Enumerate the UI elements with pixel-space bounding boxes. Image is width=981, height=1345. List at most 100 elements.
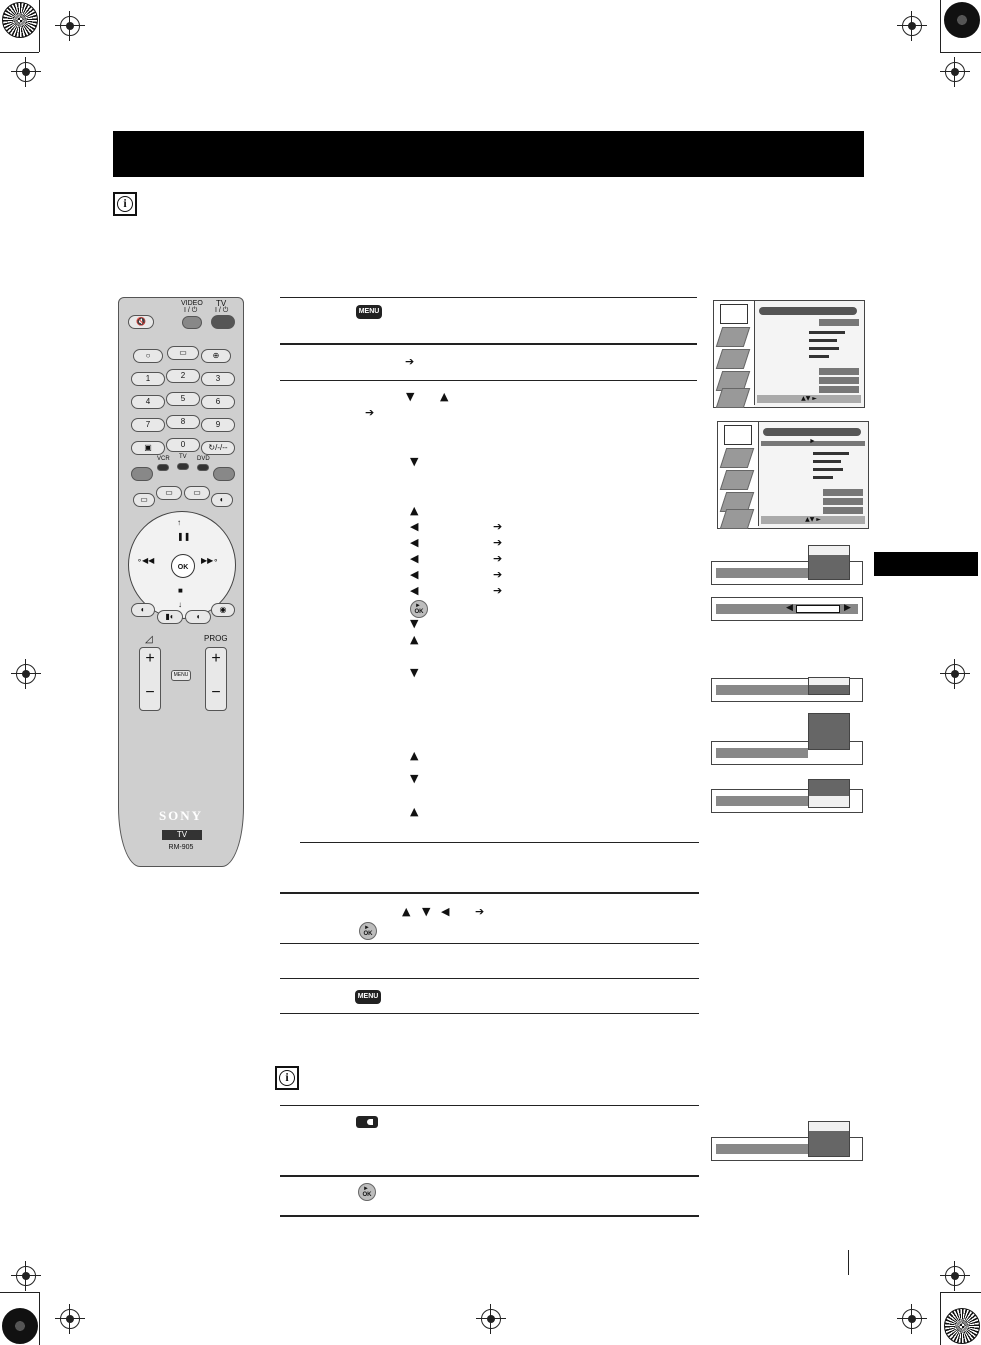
up-arrow-icon[interactable]: ↑ [177,518,181,527]
option-popup [808,713,850,750]
menu-slider [809,331,845,334]
picture-mode-button[interactable]: ▮◐ [157,610,183,624]
function-button-3[interactable]: ▭ [184,486,210,500]
preset-menu-icon [715,388,751,408]
crop-mark-br-h [940,1292,981,1293]
selected-marker-icon: ► [809,438,816,445]
down-arrow-icon: ▼ [410,455,419,468]
menu-value-box [823,498,863,505]
digit-1-button[interactable]: 1 [131,372,165,386]
function-button-1[interactable]: ▭ [133,493,155,507]
input-button[interactable]: ⊕ [201,349,231,363]
video-power-button[interactable] [182,316,202,329]
section-header-bar [113,131,864,177]
teletext-red-button[interactable]: ◐ [131,603,155,617]
menu-button[interactable]: MENU [171,670,191,681]
info-icon: i [275,1066,299,1090]
text-button[interactable]: ▭ [167,346,199,360]
function-button-2[interactable]: ▭ [156,486,182,500]
vcr-label: VCR [157,456,170,462]
display-button[interactable]: ○ [133,349,163,363]
fast-forward-icon[interactable]: ▶▶∘ [201,556,219,565]
page-number-divider [848,1250,849,1275]
registration-target-icon [940,1261,970,1291]
registration-target-icon [940,659,970,689]
rewind-icon[interactable]: ∘◀◀ [137,556,155,565]
picture-menu-screen-selected: ► ▲▼ ► [717,421,869,529]
navigation-pad: ↑ ❚❚ ∘◀◀ ▶▶∘ OK ■ ↓ [128,511,236,619]
digit-3-button[interactable]: 3 [201,372,235,386]
stop-icon[interactable]: ■ [178,586,183,595]
registration-sunburst-icon [2,2,38,38]
digit-4-button[interactable]: 4 [131,395,165,409]
registration-target-icon [897,11,927,41]
crop-mark-bl-v [39,1292,40,1345]
function-button-4[interactable]: ◐ [211,493,233,507]
dvd-button[interactable] [197,464,209,471]
right-arrow-icon: ➔ [493,520,503,533]
digit-6-button[interactable]: 6 [201,395,235,409]
video-power-label: VIDEO [181,300,203,307]
digit-8-button[interactable]: 8 [166,415,200,429]
sound-mode-button[interactable]: ◖ [185,610,211,624]
up-arrow-icon: ▲ [410,749,419,762]
tv-power-label: TV [216,299,227,308]
picture-toggle-button-icon [356,1116,378,1128]
menu-slider [809,355,829,358]
teletext-blue-button[interactable]: ◉ [211,603,235,617]
right-arrow-icon: ➔ [365,406,375,419]
vcr-button[interactable] [157,464,169,471]
right-source-button[interactable] [213,467,235,481]
registration-target-icon [897,1304,927,1334]
dvd-label: DVD [197,456,210,462]
option-popup [808,779,850,808]
brand-logo: SONY [158,808,204,823]
ok-button[interactable]: OK [171,554,195,578]
crop-mark-tr-h [940,52,981,53]
left-source-button[interactable] [131,467,153,481]
slider-track [796,605,840,613]
volume-rocker[interactable]: +− [139,647,161,711]
table-rule [280,943,699,944]
info-icon: i [113,192,137,216]
crop-mark-tr-v [940,0,941,52]
down-arrow-icon: ▼ [410,617,419,630]
up-arrow-icon: ▲ [402,905,411,918]
digit-7-button[interactable]: 7 [131,418,165,432]
menu-button-icon: MENU [355,990,381,1004]
sound-menu-icon [715,327,751,347]
ok-button-icon: OK [410,595,428,618]
registration-target-icon [940,57,970,87]
registration-target-icon [476,1304,506,1334]
menu-slider [813,468,843,471]
tv-power-button[interactable] [211,315,235,329]
table-rule [280,380,697,381]
left-arrow-icon: ◀ [410,568,419,581]
digit-9-button[interactable]: 9 [201,418,235,432]
table-rule [300,842,699,843]
digit-2-button[interactable]: 2 [166,369,200,383]
menu-footer: ▲▼ ► [757,395,861,403]
menu-value-box [823,507,863,514]
menu-value-box [819,319,859,326]
crop-mark-br-v [940,1292,941,1345]
tv-label: TV [179,454,187,460]
side-section-tab [874,552,978,576]
option-popup [808,677,850,695]
menu-button-icon: MENU [356,305,382,319]
digit-0-button[interactable]: 0 [166,438,200,452]
menu-slider [813,476,833,479]
previous-channel-button[interactable]: ↻/-/-- [201,441,235,455]
menu-value-box [823,489,863,496]
mute-button[interactable]: 🔇 [128,315,154,329]
registration-target-icon [55,1304,85,1334]
digit-5-button[interactable]: 5 [166,392,200,406]
picture-menu-icon [724,425,752,445]
pause-icon[interactable]: ❚❚ [177,532,191,541]
table-rule [280,297,697,298]
prog-index-button[interactable]: ▣ [131,441,165,455]
program-rocker[interactable]: +− [205,647,227,711]
tv-select-button[interactable] [177,463,189,470]
left-arrow-icon: ◀ [410,536,419,549]
down-arrow-icon[interactable]: ↓ [178,600,182,609]
